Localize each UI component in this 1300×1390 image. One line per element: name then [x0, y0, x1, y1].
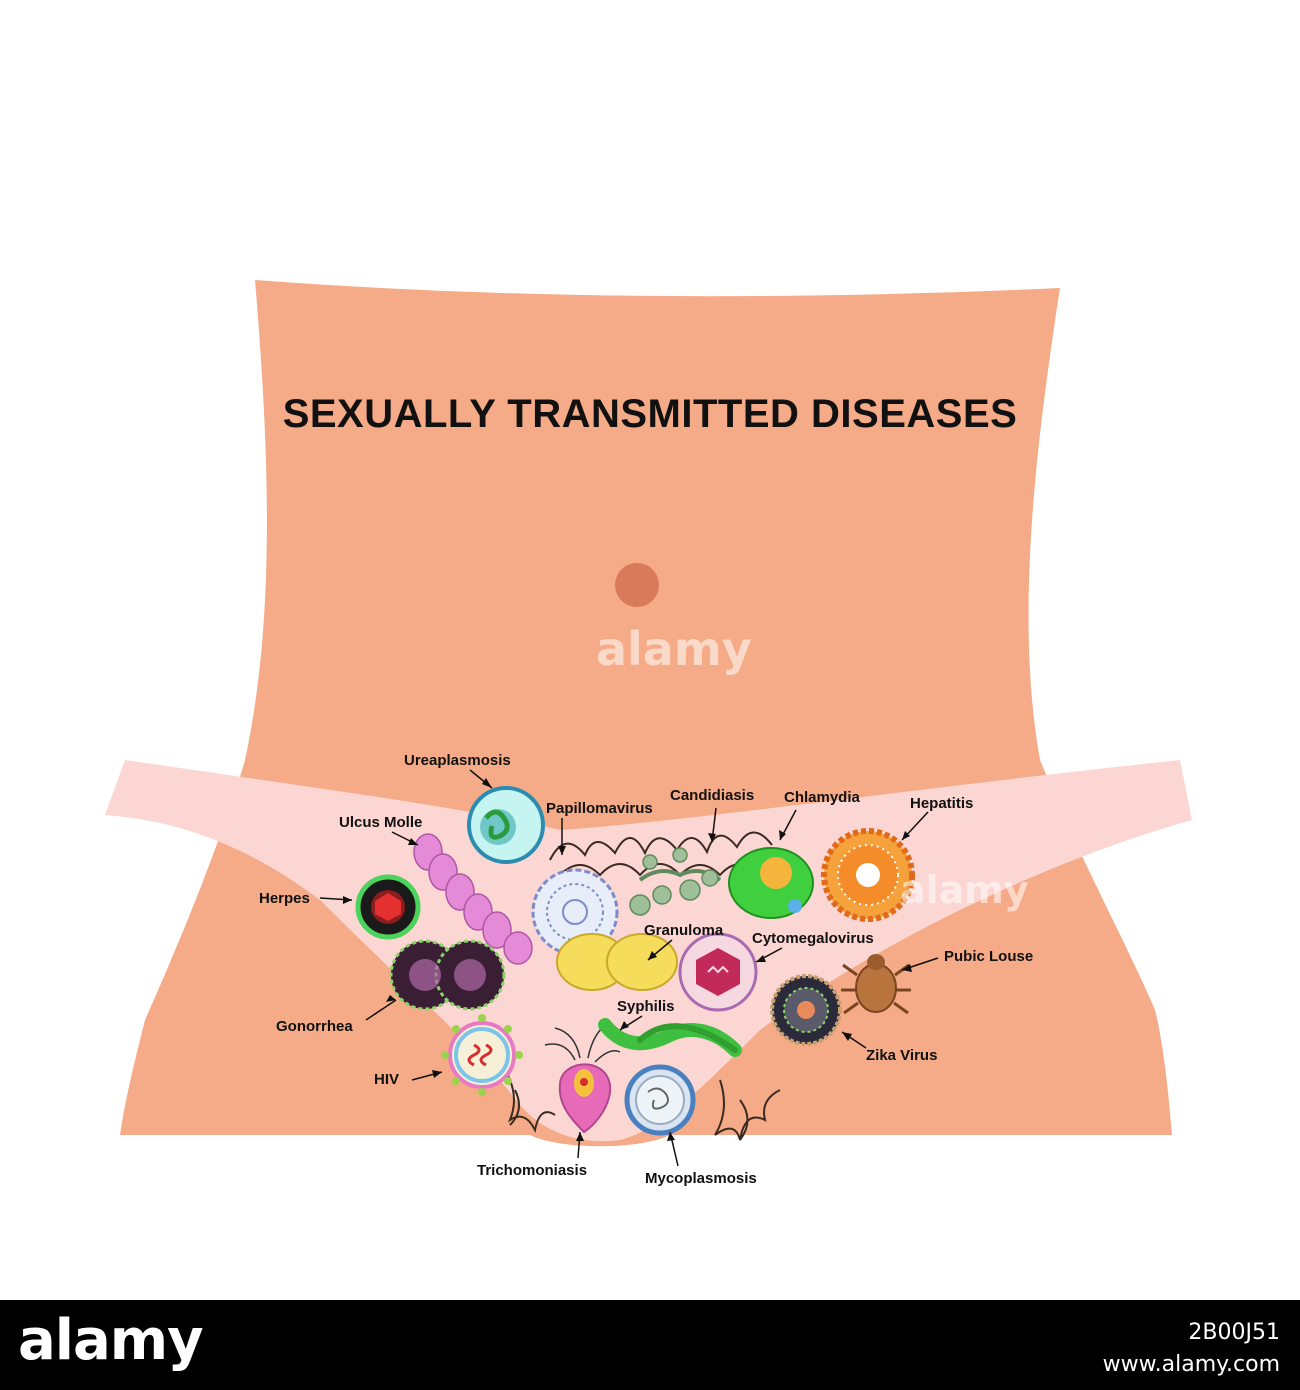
ureaplasmosis-organism: [467, 786, 545, 864]
label-chlamydia: Chlamydia: [784, 789, 860, 806]
footer-logo: alamy: [18, 1308, 204, 1373]
footer-image-id: 2B00J51: [1188, 1320, 1280, 1345]
label-mycoplasmosis: Mycoplasmosis: [645, 1170, 757, 1187]
label-herpes: Herpes: [259, 890, 310, 907]
page-title: SEXUALLY TRANSMITTED DISEASES: [282, 392, 1018, 436]
ulcus-molle-organism: [413, 833, 533, 965]
navel: [615, 563, 659, 607]
arrow-heads: [343, 778, 912, 1141]
trichomoniasis-organism: [544, 1022, 621, 1134]
zika-virus-organism: [770, 974, 842, 1046]
illustration: alamy alamy alamy SEXUALLY TRANSMITTED D…: [38, 280, 1192, 1187]
label-candidiasis: Candidiasis: [670, 787, 755, 804]
mycoplasmosis-organism: [624, 1064, 696, 1136]
hair-tuft-center: [549, 831, 773, 877]
label-trichomoniasis: Trichomoniasis: [477, 1162, 588, 1179]
label-zika-virus: Zika Virus: [866, 1047, 938, 1064]
chlamydia-organism: [728, 847, 814, 919]
label-papillomavirus: Papillomavirus: [546, 800, 653, 817]
hiv-organism: [441, 1014, 523, 1096]
label-ulcus-molle: Ulcus Molle: [339, 814, 423, 831]
candidiasis-organism: [629, 847, 722, 916]
hepatitis-organism: [821, 828, 915, 922]
watermark-center: alamy: [596, 622, 752, 676]
hair-tuft-right: [714, 1079, 781, 1141]
granuloma-organism: [556, 933, 678, 991]
footer-url: www.alamy.com: [1102, 1352, 1280, 1377]
label-hepatitis: Hepatitis: [910, 795, 974, 812]
gonorrhea-organism: [389, 939, 506, 1011]
label-syphilis: Syphilis: [617, 998, 675, 1015]
watermark-right: alamy: [900, 868, 1029, 912]
label-gonorrhea: Gonorrhea: [276, 1018, 353, 1035]
label-pubic-louse: Pubic Louse: [944, 948, 1034, 965]
hair-tuft-left: [504, 1069, 556, 1134]
herpes-organism: [355, 874, 421, 940]
label-cytomegalovirus: Cytomegalovirus: [752, 930, 874, 947]
cytomegalovirus-organism: [678, 932, 758, 1012]
arrow-gonorrhea: [365, 999, 397, 1021]
label-granuloma: Granuloma: [644, 922, 724, 939]
footer-bar: alamy 2B00J51 www.alamy.com: [0, 1300, 1300, 1390]
watermark-left: alamy: [38, 888, 167, 932]
body-illustration: [105, 280, 1192, 1167]
pubic-louse-organism: [841, 954, 911, 1015]
syphilis-organism: [598, 1018, 742, 1057]
label-ureaplasmosis: Ureaplasmosis: [404, 752, 511, 769]
label-hiv: HIV: [374, 1071, 400, 1088]
